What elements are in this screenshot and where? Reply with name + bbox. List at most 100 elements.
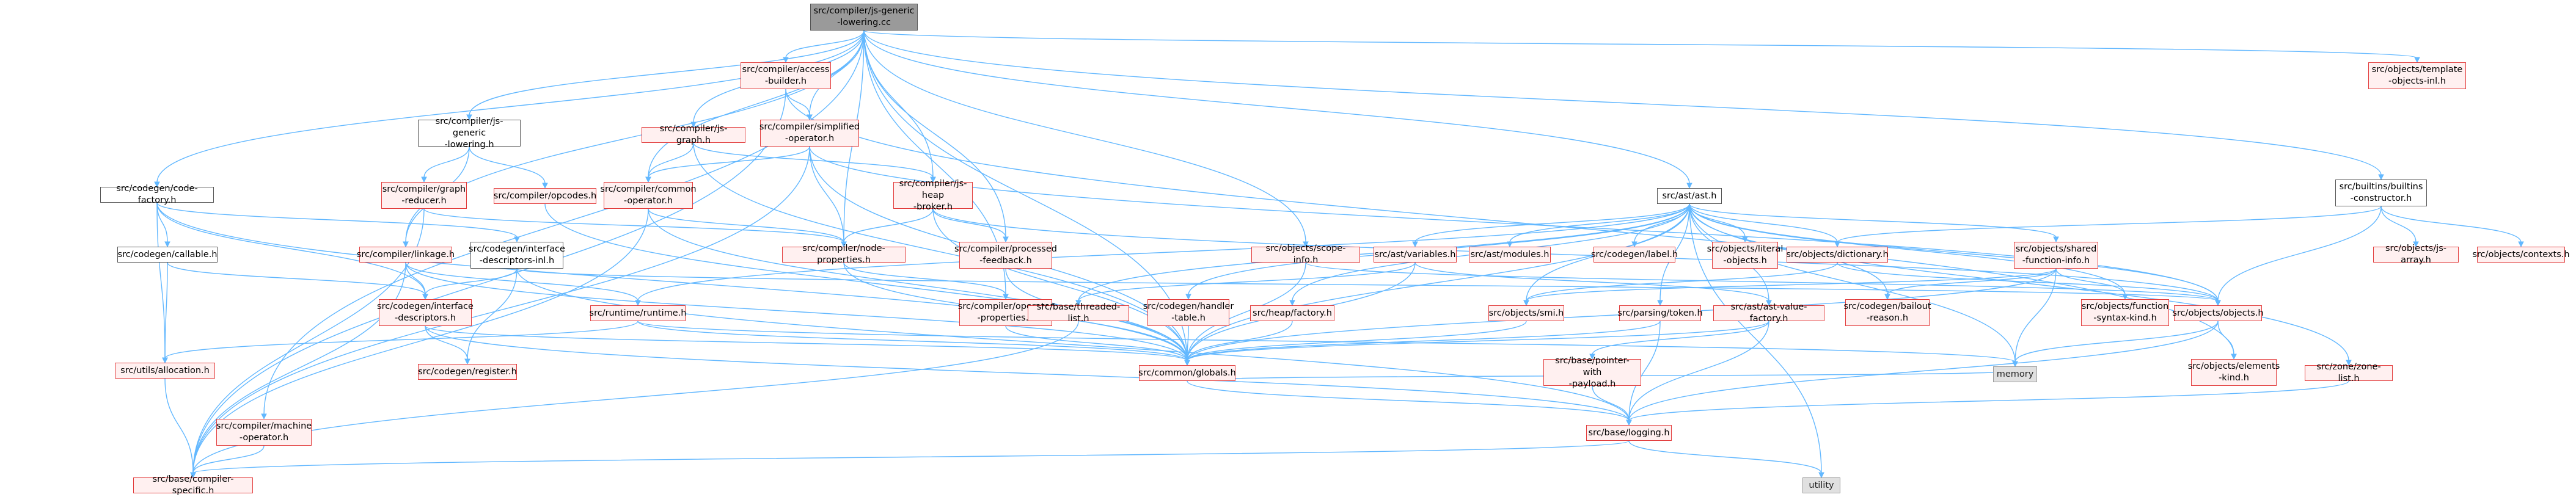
node-label[interactable]: src/codegen/label.h — [1591, 247, 1678, 263]
edge-arrowhead — [1766, 300, 1772, 307]
edge-graph_reducer-to-node_props — [423, 208, 844, 243]
edge-ast_value_factory-to-pointer_payload — [1592, 321, 1769, 355]
node-interface-descriptors-inl[interactable]: src/codegen/interface -descriptors-inl.h — [469, 242, 565, 269]
edge-ast-to-objects — [1689, 203, 2219, 302]
node-heap-factory[interactable]: src/heap/factory.h — [1250, 305, 1334, 321]
edge-runtime-to-memory — [637, 321, 2016, 363]
node-register[interactable]: src/codegen/register.h — [418, 364, 517, 380]
node-utility[interactable]: utility — [1802, 477, 1840, 493]
node-ast-h[interactable]: src/ast/ast.h — [1657, 188, 1722, 204]
edge-variables-to-ast_value_factory — [1414, 262, 1769, 302]
edge-variables-to-threaded_list — [1078, 262, 1416, 302]
node-logging[interactable]: src/base/logging.h — [1586, 425, 1672, 441]
node-js-graph[interactable]: src/compiler/js-graph.h — [642, 124, 745, 145]
node-template-objects[interactable]: src/objects/template -objects-inl.h — [2368, 62, 2466, 89]
edge-jsgraph-to-js_heap_broker — [693, 142, 934, 178]
node-node-properties[interactable]: src/compiler/node-properties.h — [782, 244, 906, 265]
edge-arrowhead — [1185, 294, 1191, 300]
node-token[interactable]: src/parsing/token.h — [1617, 305, 1703, 321]
edge-jsgraph-to-common_op — [648, 142, 694, 178]
node-access-builder[interactable]: src/compiler/access -builder.h — [741, 62, 831, 89]
edge-arrowhead — [1003, 236, 1009, 243]
node-handler-table[interactable]: src/codegen/handler -table.h — [1143, 299, 1234, 326]
node-builtins-constructor[interactable]: src/builtins/builtins -constructor.h — [2335, 180, 2427, 206]
node-scope-info[interactable]: src/objects/scope-info.h — [1251, 244, 1360, 265]
node-variables[interactable]: src/ast/variables.h — [1374, 247, 1457, 263]
node-ast-value-factory[interactable]: src/ast/ast-value-factory.h — [1713, 302, 1824, 324]
edge-dictionary-to-smi — [1526, 262, 1838, 302]
edge-arrowhead — [1412, 241, 1418, 248]
edge-arrowhead — [2215, 300, 2221, 307]
node-code-factory[interactable]: src/codegen/code-factory.h — [100, 184, 214, 205]
node-smi[interactable]: src/objects/smi.h — [1488, 305, 1564, 321]
edge-arrowhead — [542, 183, 548, 189]
edge-machine_op-to-compiler_specific — [192, 445, 265, 474]
edge-arrowhead — [421, 176, 427, 183]
edge-builtins_ctor-to-js_array — [2380, 206, 2417, 243]
edge-heap_factory-to-globals — [1187, 321, 1293, 361]
node-graph-reducer[interactable]: src/compiler/graph -reducer.h — [381, 182, 467, 209]
edge-arrowhead — [164, 241, 170, 248]
edge-ast_value_factory-to-globals — [1187, 321, 1769, 361]
edge-arrowhead — [162, 357, 168, 364]
node-compiler-specific[interactable]: src/base/compiler-specific.h — [133, 474, 253, 496]
node-shared-function-info[interactable]: src/objects/shared -function-info.h — [2014, 242, 2098, 269]
node-zone-list[interactable]: src/zone/zone-list.h — [2305, 362, 2393, 383]
edge-op_props-to-globals — [1005, 325, 1188, 361]
node-runtime[interactable]: src/runtime/runtime.h — [590, 305, 686, 321]
node-modules[interactable]: src/ast/modules.h — [1469, 247, 1551, 263]
edge-arrowhead — [1657, 300, 1663, 307]
edge-root-to-simplified — [809, 30, 865, 116]
node-machine-operator[interactable]: src/compiler/machine -operator.h — [216, 419, 312, 446]
node-interface-descriptors[interactable]: src/codegen/interface -descriptors.h — [377, 299, 474, 326]
node-objects[interactable]: src/objects/objects.h — [2172, 305, 2264, 321]
edge-arrowhead — [1818, 472, 1824, 479]
edge-node_props-to-op_props — [843, 262, 1006, 296]
edge-arrowhead — [2378, 174, 2384, 181]
node-simplified-operator[interactable]: src/compiler/simplified -operator.h — [759, 120, 860, 147]
edge-jsgl_h-to-opcodes — [469, 146, 546, 184]
edge-builtins_ctor-to-dictionary — [1837, 206, 2382, 243]
node-memory[interactable]: memory — [1993, 366, 2037, 382]
node-bailout-reason[interactable]: src/codegen/bailout -reason.h — [1843, 299, 1931, 326]
edge-arrowhead — [466, 114, 472, 121]
edge-arrowhead — [1003, 294, 1009, 300]
node-dictionary[interactable]: src/objects/dictionary.h — [1786, 247, 1889, 263]
node-js-array[interactable]: src/objects/js-array.h — [2373, 244, 2459, 265]
edge-ast-to-zone_list — [1689, 203, 2349, 361]
node-linkage[interactable]: src/compiler/linkage.h — [357, 247, 455, 263]
edge-simplified-to-objects — [809, 146, 2219, 302]
node-globals[interactable]: src/common/globals.h — [1138, 365, 1236, 381]
node-function-syntax-kind[interactable]: src/objects/function -syntax-kind.h — [2081, 299, 2169, 326]
edge-root-to-machine_op — [263, 30, 865, 415]
edge-ast-to-shared_fi — [1689, 203, 2057, 238]
node-processed-feedback[interactable]: src/compiler/processed -feedback.h — [954, 242, 1057, 269]
node-callable[interactable]: src/codegen/callable.h — [117, 247, 218, 263]
edge-arrowhead — [645, 176, 651, 183]
edge-root-to-template_objects — [863, 30, 2418, 59]
edge-arrowhead — [1523, 300, 1529, 307]
edge-iface_desc_inl-to-logging — [516, 268, 1630, 421]
node-common-operator[interactable]: src/compiler/common -operator.h — [600, 182, 697, 209]
node-contexts[interactable]: src/objects/contexts.h — [2472, 247, 2570, 263]
edge-iface_desc-to-register — [425, 325, 468, 360]
edge-arrowhead — [464, 358, 470, 365]
edge-ast-to-globals — [1187, 203, 1690, 361]
node-allocation[interactable]: src/utils/allocation.h — [115, 363, 215, 379]
node-opcodes[interactable]: src/compiler/opcodes.h — [494, 188, 596, 204]
edge-root-to-code_factory — [156, 30, 865, 183]
edge-js_heap_broker-to-node_props — [843, 208, 934, 243]
node-js-generic-lowering-h[interactable]: src/compiler/js-generic -lowering.h — [418, 117, 521, 150]
edge-root-to-jsgl_h — [469, 30, 865, 116]
node-pointer-with-payload[interactable]: src/base/pointer-with -payload.h — [1543, 356, 1641, 389]
edge-smi-to-globals — [1187, 321, 1527, 361]
edge-iface_desc-to-logging — [425, 325, 1630, 421]
edge-simplified-to-node_props — [809, 146, 844, 243]
node-literal-objects[interactable]: src/objects/literal -objects.h — [1707, 242, 1783, 269]
node-elements-kind[interactable]: src/objects/elements -kind.h — [2188, 359, 2280, 386]
node-js-heap-broker[interactable]: src/compiler/js-heap -broker.h — [893, 179, 973, 212]
edge-objects-to-logging — [1628, 321, 2219, 421]
edge-root-to-globals — [863, 30, 1188, 361]
node-root[interactable]: src/compiler/js-generic -lowering.cc — [810, 4, 918, 31]
node-threaded-list[interactable]: src/base/threaded-list.h — [1028, 302, 1129, 324]
